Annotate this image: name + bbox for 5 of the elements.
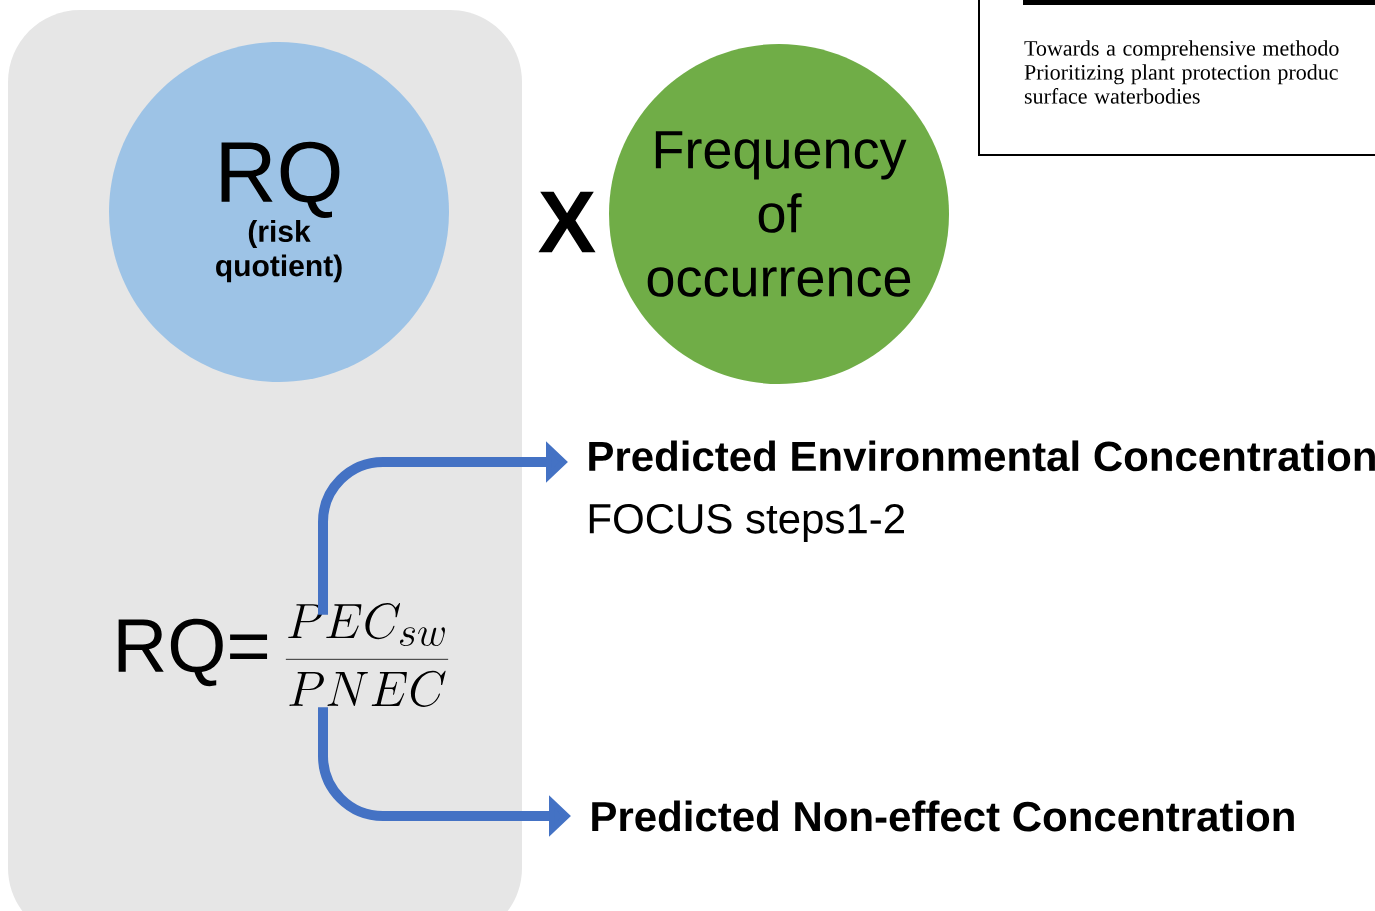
header-box: Towards a comprehensive methodo Prioritizing plant protection produc surface waterbodies <box>978 0 1375 156</box>
multiply-sign: X <box>538 191 596 253</box>
formula: RQ= $\frac{PEC_{sw}}{PNEC}$ <box>118 603 449 707</box>
concentration-text: Predicted Non-effect Concentration <box>592 800 1294 832</box>
concentration-text: Predicted Environmental Concentration FOCUS steps1-2 <box>589 440 1375 542</box>
